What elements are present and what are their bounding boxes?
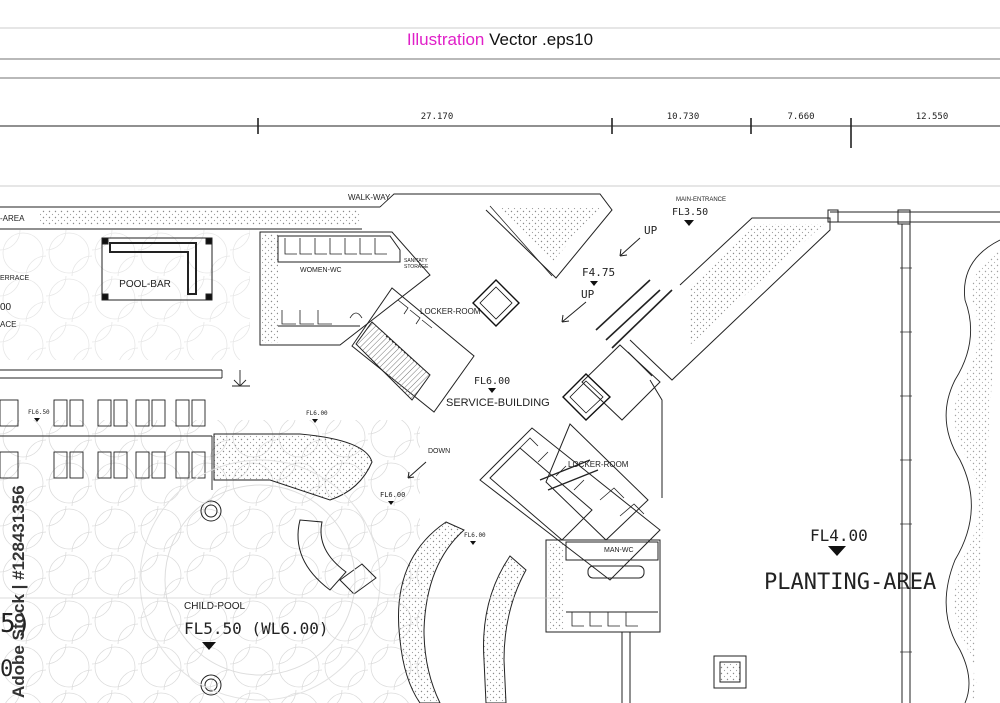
fl-4-00-label: FL4.00 [810, 526, 868, 545]
dimension-2: 10.730 [667, 112, 700, 122]
area-label-left: -AREA [0, 214, 25, 223]
women-wc-label: WOMEN-WC [300, 267, 342, 274]
sun-loungers [0, 399, 213, 490]
level-marker-icon [34, 418, 40, 422]
level-marker-icon [312, 419, 318, 423]
walk-way-label: WALK-WAY [348, 193, 391, 202]
fl-3-50-label: FL3.50 [672, 207, 708, 218]
title-guides [0, 27, 1000, 79]
left-big-label-1: 5) [0, 609, 31, 639]
locker-room-upper [351, 287, 475, 413]
planting-area-label: PLANTING-AREA [764, 570, 936, 595]
watermark: Adobe Stock | #128431356 [9, 485, 28, 698]
service-building-label: SERVICE-BUILDING [446, 397, 550, 409]
level-marker-icon [684, 220, 694, 226]
down-arrow-icon [407, 461, 427, 479]
curved-planter [139, 433, 527, 703]
level-marker-icon [202, 642, 216, 650]
columns [472, 279, 612, 421]
level-marker-icon [828, 546, 846, 556]
level-marker-icon [470, 541, 476, 545]
up-label-1: UP [644, 224, 658, 237]
left-level-label: 00 [0, 302, 12, 313]
pool-bar-label: POOL-BAR [119, 279, 171, 290]
child-pool-label: CHILD-POOL [184, 601, 246, 612]
level-marker-icon [388, 501, 394, 505]
level-marker-icon [488, 388, 496, 393]
level-marker-icon [590, 281, 598, 286]
up-label-2: UP [581, 288, 595, 301]
fl-6-00-center-label: FL6.00 [474, 376, 510, 387]
storage-label: STORAGE [404, 264, 429, 270]
entrance-walls [394, 193, 831, 541]
fl-6-00-label-b: FL6.00 [380, 491, 405, 499]
dimension-3: 7.660 [787, 112, 814, 122]
planter-box [713, 655, 747, 689]
header-highlight: Illustration [406, 30, 485, 49]
dimension-1: 27.170 [421, 112, 454, 122]
main-entrance-label: MAIN-ENTRANCE [676, 197, 726, 203]
watermark-text: Adobe Stock | #128431356 [9, 485, 28, 698]
header-rest: Vector .eps10 [484, 30, 594, 49]
terrace-label: ERRACE [0, 275, 30, 282]
f4-75-label: F4.75 [582, 266, 615, 279]
child-pool-level-label: FL5.50 (WL6.00) [184, 619, 329, 638]
terrace-edge [0, 369, 250, 387]
fl-6-00-label-c: FL6.00 [464, 532, 486, 539]
up-arrow-icon [561, 301, 587, 323]
down-label: DOWN [428, 448, 450, 455]
women-wc-block [259, 231, 431, 346]
pool-bar [101, 237, 213, 301]
fl-6-00-label-a: FL6.00 [306, 410, 328, 417]
man-wc-label: MAN-WC [604, 547, 634, 554]
dimension-4: 12.550 [916, 112, 949, 122]
right-boundary [827, 209, 1000, 703]
locker-room-lower-label: LOCKER-ROOM [568, 460, 629, 469]
sanitary-label: SANITATY [404, 258, 428, 264]
locker-room-upper-label: LOCKER-ROOM [420, 307, 481, 316]
left-ace-label: ACE [0, 320, 16, 329]
dimension-line [0, 118, 1000, 187]
up-arrow-icon [619, 237, 641, 257]
man-wc-block [545, 539, 661, 703]
header-title: Illustration Vector .eps10 [0, 30, 1000, 50]
left-big-label-2: 0 [0, 657, 13, 682]
fl-6-50-label: FL6.50 [28, 409, 50, 416]
locker-room-lower [479, 427, 661, 581]
